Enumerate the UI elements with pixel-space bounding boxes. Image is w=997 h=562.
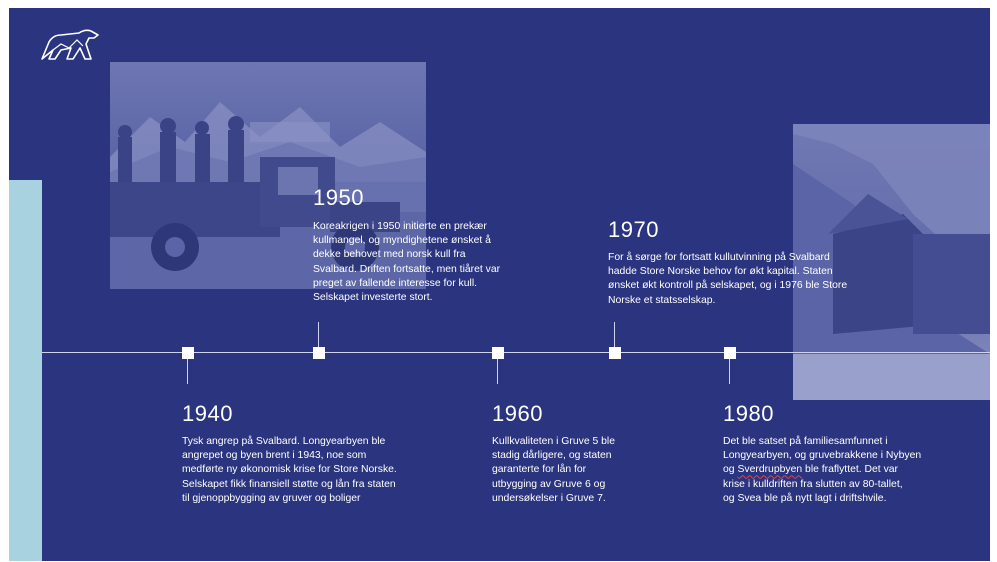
description-1940: Tysk angrep på Svalbard. Longyearbyen bl… bbox=[182, 436, 397, 504]
description-1980: Det ble satset på familiesamfunnet i Lon… bbox=[723, 436, 922, 504]
accent-bar bbox=[9, 180, 42, 561]
year-1970: 1970 bbox=[608, 217, 659, 242]
description-1970: For å sørge for fortsatt kullutvinning p… bbox=[608, 252, 848, 306]
timeline-tick-1950 bbox=[318, 322, 319, 347]
mountain-house-photo bbox=[793, 124, 990, 400]
timeline-marker-1980[interactable] bbox=[724, 347, 736, 359]
timeline-slide: 1940 Tysk angrep på Svalbard. Longyearby… bbox=[9, 8, 990, 561]
timeline-tick-1960 bbox=[497, 359, 498, 384]
timeline-tick-1940 bbox=[187, 359, 188, 384]
year-1960: 1960 bbox=[492, 401, 543, 426]
timeline-marker-1940[interactable] bbox=[182, 347, 194, 359]
timeline-line bbox=[42, 352, 990, 353]
year-1940: 1940 bbox=[182, 401, 233, 426]
timeline-marker-1970[interactable] bbox=[609, 347, 621, 359]
timeline-tick-1980 bbox=[729, 359, 730, 384]
description-1960: Kullkvaliteten i Gruve 5 ble stadig dårl… bbox=[492, 436, 616, 504]
year-1980: 1980 bbox=[723, 401, 774, 426]
polar-bear-logo-icon bbox=[39, 26, 101, 62]
timeline-marker-1950[interactable] bbox=[313, 347, 325, 359]
description-1950: Koreakrigen i 1950 initierte en prekær k… bbox=[313, 221, 501, 304]
truck-photo bbox=[110, 62, 426, 289]
timeline-tick-1970 bbox=[614, 322, 615, 347]
year-1950: 1950 bbox=[313, 185, 364, 210]
timeline-marker-1960[interactable] bbox=[492, 347, 504, 359]
misspelled-word[interactable]: Sverdrupbyen bbox=[737, 464, 803, 476]
